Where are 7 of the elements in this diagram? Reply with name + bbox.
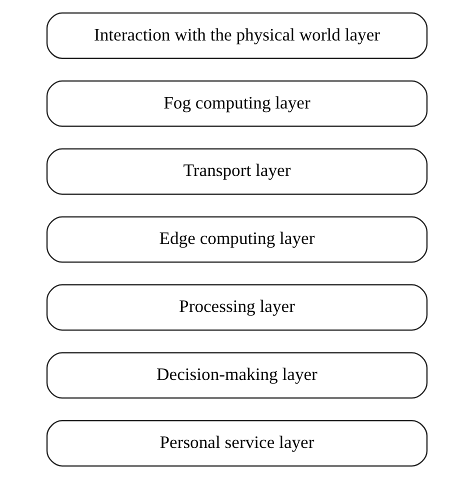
node-box: Interaction with the physical world layer [46, 12, 428, 59]
node-box: Fog computing layer [46, 80, 428, 127]
node-box: Personal service layer [46, 420, 428, 467]
node-box: Edge computing layer [46, 216, 428, 263]
node-box: Processing layer [46, 284, 428, 331]
node-box: Decision-making layer [46, 352, 428, 399]
node-box: Transport layer [46, 148, 428, 195]
